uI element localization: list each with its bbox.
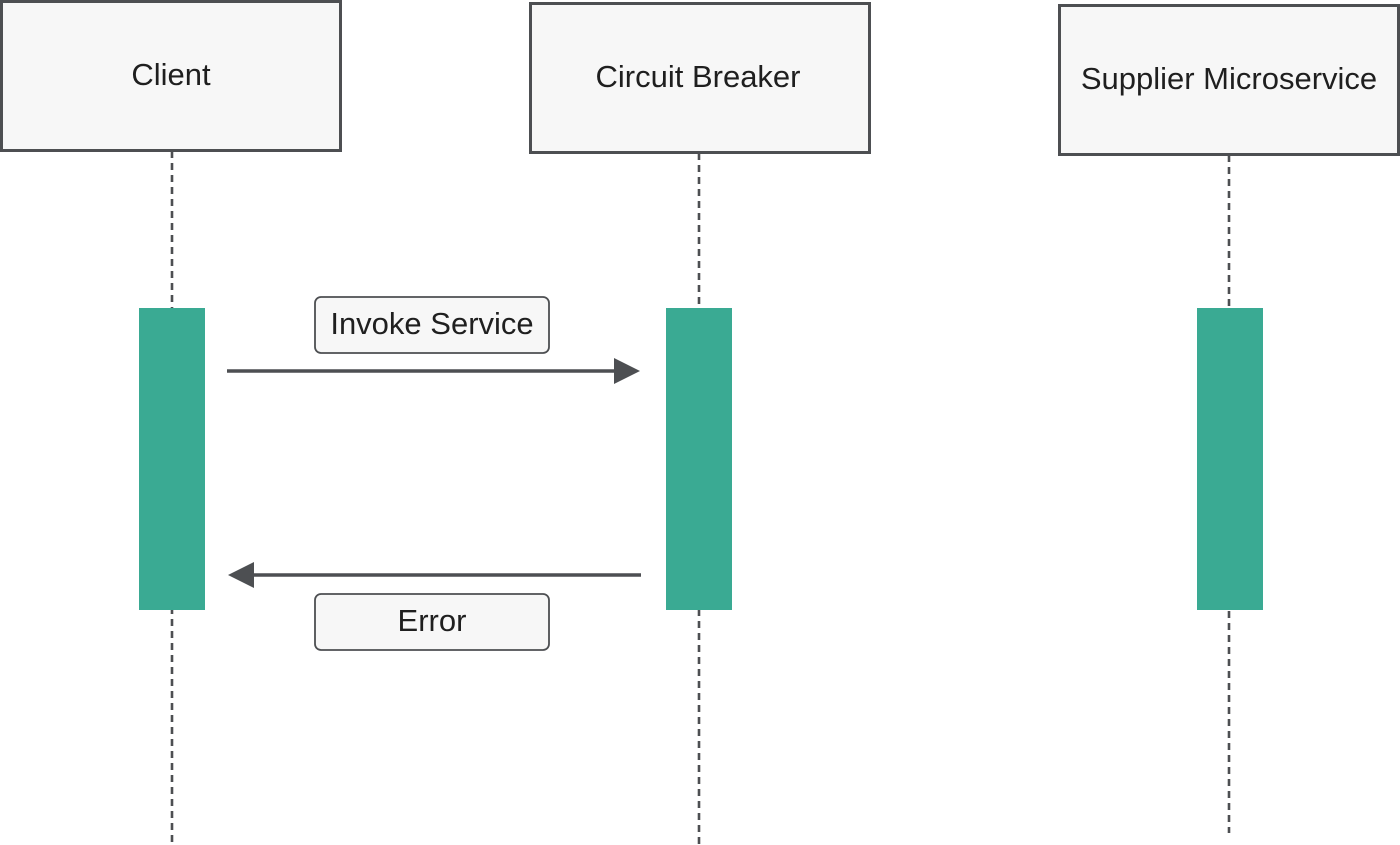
participant-label-supplier: Supplier Microservice (1081, 61, 1377, 96)
participant-client: Client (0, 0, 342, 152)
participant-label-client: Client (131, 57, 211, 92)
participant-box-circuit-breaker (529, 2, 871, 154)
message-error: Error (228, 562, 641, 651)
participant-box-client (0, 0, 342, 152)
participant-supplier: Supplier Microservice (1058, 4, 1400, 156)
participant-box-supplier (1058, 4, 1400, 156)
activation-bar-circuit-breaker (666, 308, 732, 610)
activation-bar-supplier (1197, 308, 1263, 610)
message-label-box-error (314, 593, 550, 651)
message-label-invoke: Invoke Service (330, 306, 533, 341)
participant-label-circuit-breaker: Circuit Breaker (596, 59, 801, 94)
arrow-left-icon (228, 562, 254, 588)
message-label-box-invoke (314, 296, 550, 354)
message-invoke-service: Invoke Service (227, 296, 640, 384)
message-label-error: Error (398, 603, 467, 638)
activation-bar-client (139, 308, 205, 610)
arrow-right-icon (614, 358, 640, 384)
participant-circuit-breaker: Circuit Breaker (529, 2, 871, 154)
